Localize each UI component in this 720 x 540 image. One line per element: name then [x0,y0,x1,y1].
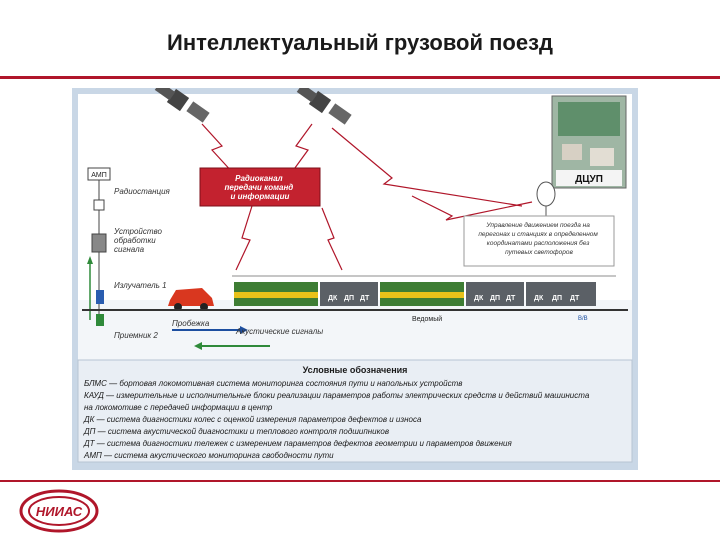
amp-station: АМП [87,167,111,326]
legend-item: ДК — система диагностики колес с оценкой… [83,415,422,424]
emitter1-label: Излучатель 1 [114,281,167,290]
legend-item: ДТ — система диагностики тележек с измер… [83,439,512,448]
footer-divider [0,480,720,482]
slide-title: Интеллектуальный грузовой поезд [167,30,553,55]
legend-item: ДП — система акустической диагностики и … [83,427,389,436]
car-label: ДТ [506,295,516,302]
car-label: ДК [328,295,338,302]
control-note-box: Управление движением поезда на перегонах… [463,215,615,267]
car-labels: ДК ДП ДТ ДК ДП ДТ ДК ДП ДТ [328,295,580,302]
driven-label: Ведомый [412,315,442,323]
radio-station-label: Радиостанция [114,187,171,196]
control-note: Управление движением поезда на перегонах… [478,221,599,256]
acoustic-label: Акустические сигналы [235,327,323,336]
marker-label: В/В [578,316,588,322]
car-label: ДП [344,295,354,302]
logo-text: НИИАС [36,504,83,519]
amp-label: АМП [91,172,107,179]
satellite-right-icon [296,88,352,125]
legend: Условные обозначения БЛМС — бортовая лок… [77,359,633,463]
car-label: ДТ [360,295,370,302]
radio-channel-label: Радиоканал передачи команд и информации [225,174,296,201]
legend-item: БЛМС — бортовая локомотивная система мон… [84,379,462,388]
car-label: ДК [474,295,484,302]
radio-channel-box: Радиоканал передачи команд и информации [199,167,321,207]
dcup-label: ДЦУП [575,174,603,185]
legend-title: Условные обозначения [303,365,408,375]
legend-item: КАУД — измерительные и исполнительные бл… [84,391,590,400]
legend-item: АМП — система акустического мониторинга … [83,451,334,460]
satellite-left-icon [154,88,210,123]
dish-antenna-icon [536,181,556,216]
niias-logo: НИИАС [19,489,99,533]
car-label: ДП [552,295,562,302]
car-label: ДК [534,295,544,302]
emitter2-label: Приемник 2 [114,331,158,340]
legend-item: на локомотиве с передачей информации в ц… [84,403,273,412]
train [234,282,596,306]
wagon-1 [320,282,378,306]
wagon-3 [526,282,596,306]
car-label: ДП [490,295,500,302]
dcup-photo: ДЦУП [551,95,627,189]
processing-unit-label: Устройство обработки сигнала [113,227,164,254]
title-divider [0,76,720,79]
intelligent-train-diagram: Радиоканал передачи команд и информации … [72,88,638,470]
wagon-2 [466,282,524,306]
radio-links [201,123,533,271]
probe-label: Пробежка [172,319,210,328]
car-label: ДТ [570,295,580,302]
